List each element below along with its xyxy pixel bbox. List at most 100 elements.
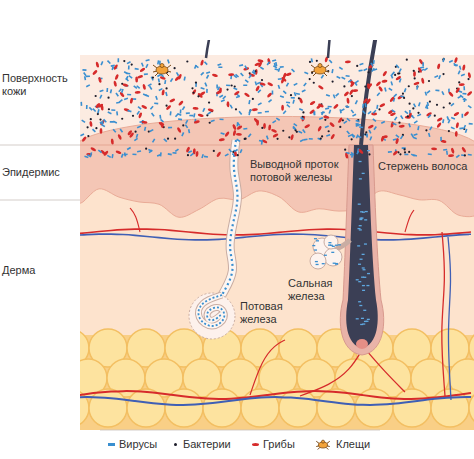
microbe bbox=[236, 95, 240, 98]
microbe bbox=[414, 77, 416, 79]
hair-follicle bbox=[367, 273, 370, 274]
microbe bbox=[331, 69, 333, 73]
microbe bbox=[463, 98, 467, 100]
microbe bbox=[351, 109, 355, 113]
microbe bbox=[197, 113, 204, 117]
microbe bbox=[274, 68, 278, 71]
microbe bbox=[351, 134, 355, 138]
microbe bbox=[113, 80, 117, 86]
microbe bbox=[302, 129, 306, 133]
microbe bbox=[357, 124, 361, 126]
microbe bbox=[351, 138, 353, 140]
microbe bbox=[232, 130, 236, 136]
microbe bbox=[172, 152, 176, 154]
mite-icon bbox=[324, 73, 327, 76]
microbe bbox=[244, 92, 251, 98]
microbe bbox=[427, 102, 429, 106]
hair-follicle bbox=[359, 178, 362, 179]
mite-icon bbox=[318, 447, 320, 449]
microbe bbox=[408, 85, 410, 87]
legend-item: Грибы bbox=[252, 437, 295, 451]
microbe bbox=[290, 134, 294, 141]
microbe bbox=[372, 118, 376, 122]
microbe bbox=[304, 124, 311, 129]
microbe bbox=[265, 111, 269, 113]
microbe bbox=[300, 117, 304, 120]
microbe bbox=[397, 94, 404, 99]
microbe bbox=[175, 113, 179, 117]
sebaceous-gland bbox=[324, 235, 338, 249]
microbe bbox=[100, 128, 103, 134]
microbe bbox=[154, 103, 158, 105]
microbe bbox=[459, 83, 465, 86]
microbe bbox=[349, 81, 355, 87]
microbe bbox=[121, 154, 124, 158]
microbe bbox=[99, 89, 103, 92]
microbe bbox=[165, 105, 167, 107]
microbe bbox=[366, 134, 368, 138]
microbe bbox=[278, 78, 282, 80]
microbe bbox=[86, 84, 90, 87]
microbe bbox=[370, 62, 373, 66]
microbe bbox=[303, 82, 307, 86]
microbe bbox=[390, 81, 393, 85]
microbe bbox=[268, 99, 272, 103]
hair-follicle bbox=[361, 318, 364, 319]
microbe bbox=[442, 73, 444, 75]
microbe bbox=[448, 154, 454, 157]
mite-icon bbox=[322, 440, 325, 443]
microbe bbox=[345, 152, 349, 158]
microbe bbox=[404, 151, 406, 153]
microbe bbox=[173, 67, 175, 69]
microbe bbox=[267, 61, 271, 65]
microbe bbox=[427, 114, 431, 118]
microbe bbox=[150, 106, 154, 110]
sebaceous-gland bbox=[338, 244, 341, 245]
sebaceous-gland bbox=[335, 263, 338, 264]
microbe bbox=[438, 75, 441, 79]
microbe bbox=[346, 98, 349, 104]
microbe bbox=[152, 139, 155, 143]
microbe bbox=[336, 76, 340, 79]
microbe bbox=[226, 84, 230, 86]
blood-vessel bbox=[130, 208, 140, 232]
sebaceous-gland bbox=[310, 235, 350, 269]
microbe bbox=[424, 67, 428, 71]
microbe bbox=[151, 113, 155, 117]
microbe bbox=[243, 128, 247, 130]
microbe bbox=[468, 105, 472, 109]
microbe bbox=[376, 105, 378, 109]
microbe bbox=[454, 64, 458, 66]
microbe bbox=[195, 65, 199, 69]
microbe bbox=[299, 108, 303, 111]
microbe bbox=[245, 79, 249, 83]
microbe bbox=[258, 102, 262, 105]
mite-icon bbox=[153, 65, 157, 68]
microbe bbox=[316, 60, 318, 62]
microbe bbox=[227, 101, 230, 107]
microbe bbox=[402, 93, 404, 95]
fat-cell bbox=[469, 389, 474, 427]
microbe bbox=[324, 119, 326, 121]
microbe bbox=[300, 139, 304, 142]
hair-follicle bbox=[361, 217, 364, 218]
layer-divider bbox=[0, 145, 80, 146]
legend-rule bbox=[100, 430, 380, 431]
microbe bbox=[175, 148, 179, 152]
mite-icon bbox=[153, 64, 329, 77]
microbe bbox=[356, 65, 358, 67]
microbe bbox=[111, 109, 115, 111]
microbe bbox=[111, 65, 115, 67]
microbe bbox=[187, 154, 189, 156]
microbe bbox=[127, 94, 131, 96]
microbe bbox=[160, 119, 164, 123]
microbe bbox=[357, 136, 361, 139]
microbe bbox=[157, 154, 161, 157]
microbe bbox=[86, 126, 88, 128]
sebaceous-gland bbox=[331, 252, 334, 253]
legend-text: Вирусы bbox=[119, 438, 157, 450]
microbe bbox=[325, 125, 329, 128]
microbe bbox=[395, 134, 399, 138]
microbe bbox=[390, 112, 397, 117]
microbe bbox=[149, 129, 153, 132]
